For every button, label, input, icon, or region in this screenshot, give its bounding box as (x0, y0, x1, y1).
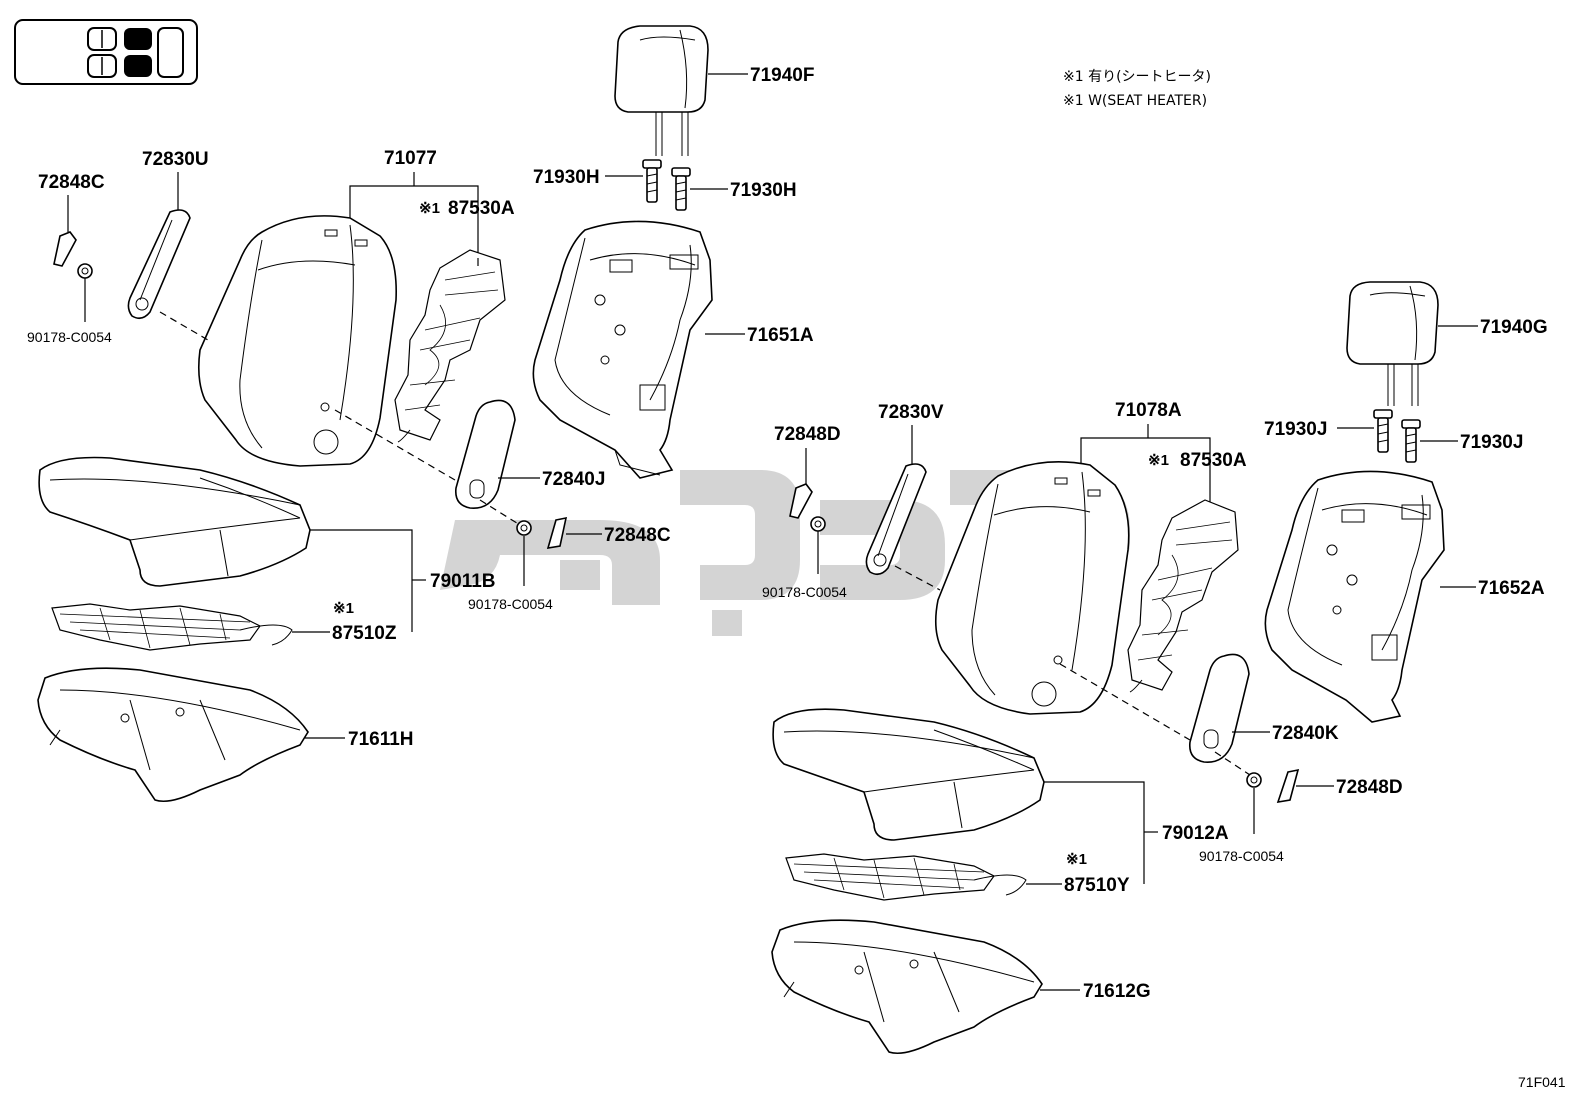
cap-right-top (789, 483, 813, 519)
label-back-heater-left: 87530A (448, 198, 515, 219)
cap-left-top (53, 231, 77, 267)
cushion-pad-right (771, 919, 1043, 1055)
label-back-heater-right: 87530A (1180, 450, 1247, 471)
cushion-heater-right (785, 853, 1027, 901)
label-cushion-cover-right: 79012A (1162, 823, 1229, 844)
seat-position-icon (14, 19, 198, 85)
label-clip-right-low: 90178-C0054 (1199, 848, 1284, 864)
trim-cover-left (127, 209, 191, 320)
label-cover-assy-left: 71077 (384, 148, 437, 169)
cushion-heater-left (51, 603, 293, 651)
headrest-right (1346, 281, 1439, 406)
label-shield-left: 72840J (542, 469, 605, 490)
seatback-cover-right (934, 460, 1130, 715)
label-clip-left-mid: 90178-C0054 (468, 596, 553, 612)
clip-left-top (77, 263, 93, 279)
label-back-frame-right: 71652A (1478, 578, 1545, 599)
clip-right-low (1246, 772, 1262, 788)
label-cushion-heater-right: 87510Y (1064, 875, 1130, 896)
seatback-heater-right (1127, 499, 1239, 693)
headrest-guide-right-a (1373, 409, 1393, 453)
mark-back-heater-left: ※1 (419, 200, 440, 217)
label-guide-right-a: 71930J (1264, 419, 1327, 440)
clip-left-mid (516, 520, 532, 536)
seatback-frame-left (532, 220, 713, 479)
headrest-left (614, 25, 709, 156)
label-cap-right-top: 72848D (774, 424, 841, 445)
cap-right-low (1276, 768, 1300, 804)
seatback-frame-right (1264, 470, 1445, 723)
clip-right-top (810, 516, 826, 532)
mark-back-heater-right: ※1 (1148, 452, 1169, 469)
label-trim-cover-left: 72830U (142, 149, 209, 170)
seatback-cover-left (198, 215, 397, 467)
label-cushion-cover-left: 79011B (430, 571, 496, 592)
seatback-heater-left (394, 249, 506, 443)
label-cushion-heater-left: 87510Z (332, 623, 397, 644)
label-cover-assy-right: 71078A (1115, 400, 1182, 421)
label-guide-left-b: 71930H (730, 180, 797, 201)
cushion-cover-left (38, 456, 311, 587)
headrest-guide-left-b (671, 167, 691, 211)
label-shield-right: 72840K (1272, 723, 1339, 744)
note-jp: ※1 有り(シートヒータ) (1063, 69, 1211, 85)
cap-left-mid (546, 516, 568, 549)
label-cap-left-mid: 72848C (604, 525, 671, 546)
mark-cushion-heater-left: ※1 (333, 600, 354, 617)
figure-code: 71F041 (1518, 1074, 1566, 1090)
headrest-guide-right-b (1401, 419, 1421, 463)
label-headrest-left: 71940F (750, 65, 814, 86)
mark-cushion-heater-right: ※1 (1066, 851, 1087, 868)
label-cap-left-top: 72848C (38, 172, 105, 193)
label-cushion-pad-right: 71612G (1083, 981, 1151, 1002)
label-cap-right-low: 72848D (1336, 777, 1403, 798)
label-trim-cover-right: 72830V (878, 402, 944, 423)
label-guide-left-a: 71930H (533, 167, 600, 188)
cushion-cover-right (772, 708, 1045, 841)
label-guide-right-b: 71930J (1460, 432, 1523, 453)
side-shield-left (454, 399, 516, 509)
headrest-guide-left-a (642, 159, 662, 203)
label-headrest-right: 71940G (1480, 317, 1548, 338)
label-clip-left-top: 90178-C0054 (27, 329, 112, 345)
trim-cover-right (865, 463, 927, 576)
note-en: ※1 W(SEAT HEATER) (1063, 93, 1207, 109)
label-back-frame-left: 71651A (747, 325, 814, 346)
label-cushion-pad-left: 71611H (348, 729, 414, 750)
cushion-pad-left (37, 667, 309, 803)
label-clip-right-top: 90178-C0054 (762, 584, 847, 600)
side-shield-right (1188, 653, 1250, 763)
